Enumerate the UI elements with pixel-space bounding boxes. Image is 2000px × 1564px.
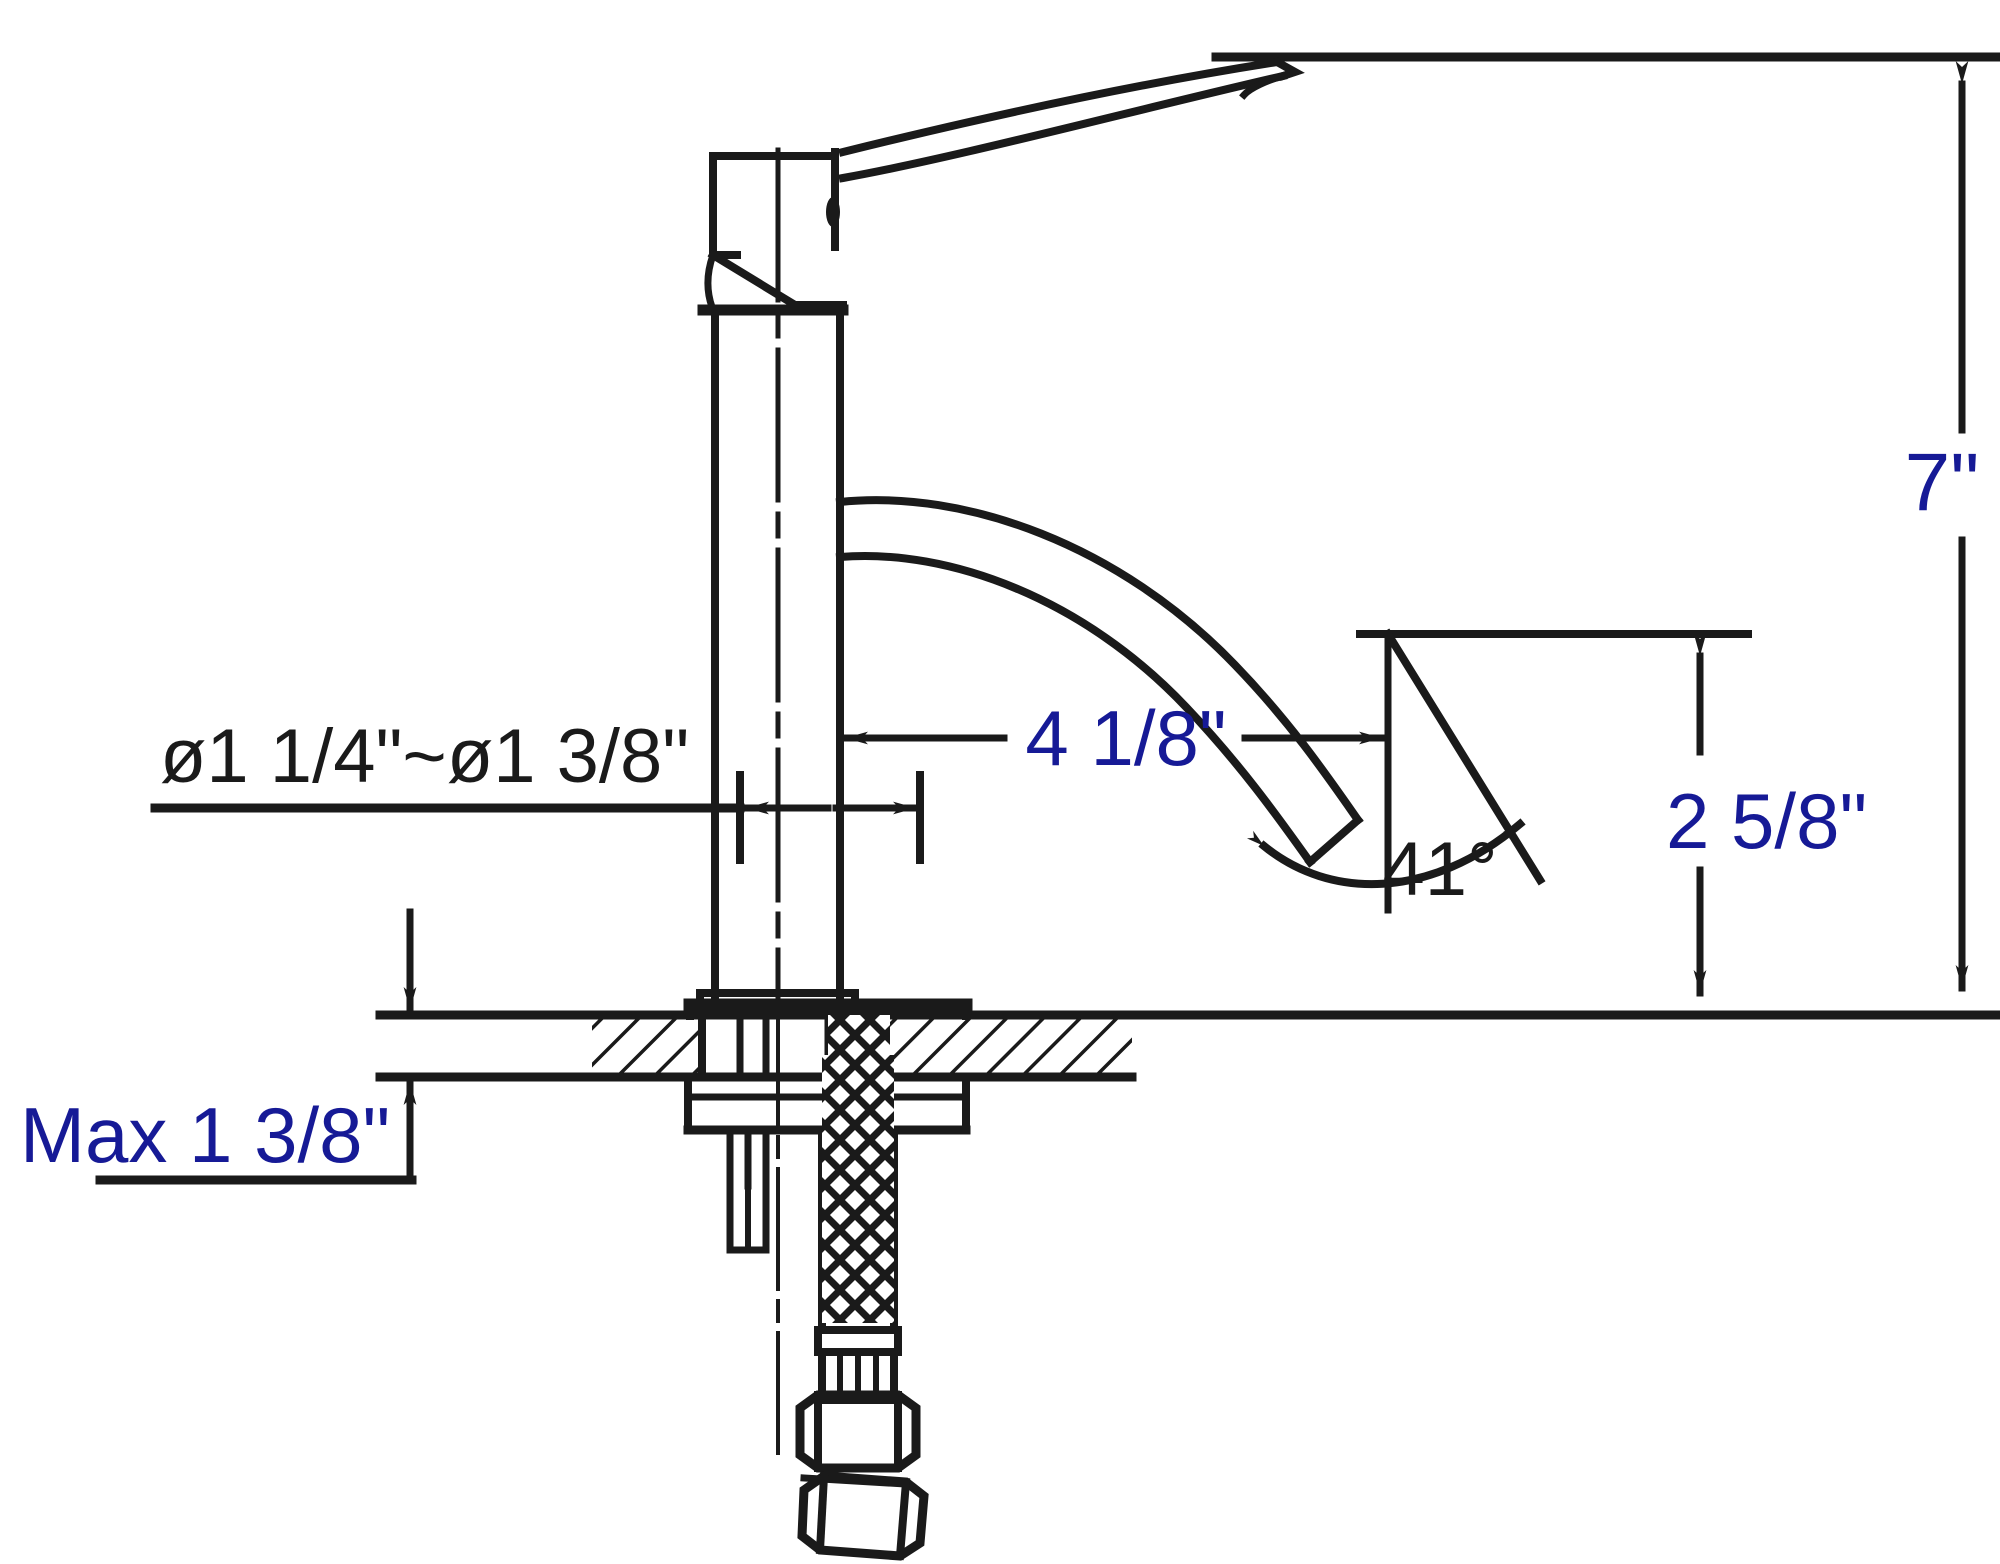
dimension-outlet-angle <box>1246 628 1546 889</box>
dimension-spout-reach <box>841 630 1392 914</box>
handle-cap <box>697 148 849 316</box>
hex-nut-upper <box>795 1390 921 1473</box>
braided-supply-hose <box>814 1055 902 1404</box>
hex-nut-lower <box>797 1471 929 1561</box>
label-spout-reach: 4 1/8" <box>1025 694 1226 782</box>
dimension-spout-height <box>1356 630 1752 997</box>
lift-rod-pin <box>726 1126 770 1254</box>
dimension-hole-diameter <box>150 771 924 864</box>
faucet-body-column <box>711 306 844 1009</box>
handle-lever <box>838 56 1305 183</box>
label-overall-height: 7" <box>1905 437 1980 528</box>
label-spout-height: 2 5/8" <box>1666 777 1867 865</box>
label-hole-diameter: ø1 1/4"~ø1 3/8" <box>160 714 689 799</box>
label-deck-thickness: Max 1 3/8" <box>20 1091 390 1179</box>
label-outlet-angle: 41° <box>1383 827 1498 912</box>
countertop-section <box>375 1010 2000 1082</box>
dimension-deck-thickness <box>95 908 417 1185</box>
